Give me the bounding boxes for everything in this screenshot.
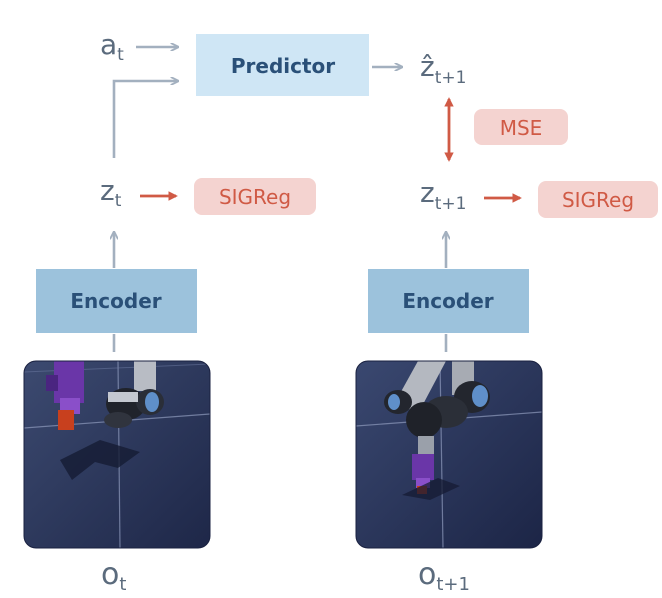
sigreg-badge-left: SIGReg bbox=[194, 178, 316, 215]
observation-image-left bbox=[24, 361, 210, 548]
latent-label-z-t1: zt+1 bbox=[420, 176, 466, 214]
predictor-label: Predictor bbox=[231, 54, 335, 78]
observation-frame-right bbox=[355, 360, 543, 549]
encoder-block-right: Encoder bbox=[368, 269, 529, 333]
encoder-label-right: Encoder bbox=[402, 289, 493, 313]
observation-label-o-t: ot bbox=[101, 557, 126, 595]
sigreg-label-left: SIGReg bbox=[219, 185, 291, 209]
mse-label: MSE bbox=[500, 116, 543, 140]
observation-image-right bbox=[356, 361, 542, 548]
observation-label-o-t1: ot+1 bbox=[418, 557, 470, 595]
mse-badge: MSE bbox=[474, 109, 568, 145]
action-label-a-t: at bbox=[100, 28, 124, 65]
arrow-z-to-predictor bbox=[112, 81, 178, 158]
sigreg-label-right: SIGReg bbox=[562, 188, 634, 212]
predicted-latent-label: ẑt+1 bbox=[420, 50, 466, 88]
sigreg-badge-right: SIGReg bbox=[538, 181, 658, 218]
latent-label-z-t: zt bbox=[100, 174, 122, 211]
predictor-block: Predictor bbox=[196, 34, 369, 96]
encoder-label-left: Encoder bbox=[70, 289, 161, 313]
encoder-block-left: Encoder bbox=[36, 269, 197, 333]
observation-frame-left bbox=[23, 360, 211, 549]
